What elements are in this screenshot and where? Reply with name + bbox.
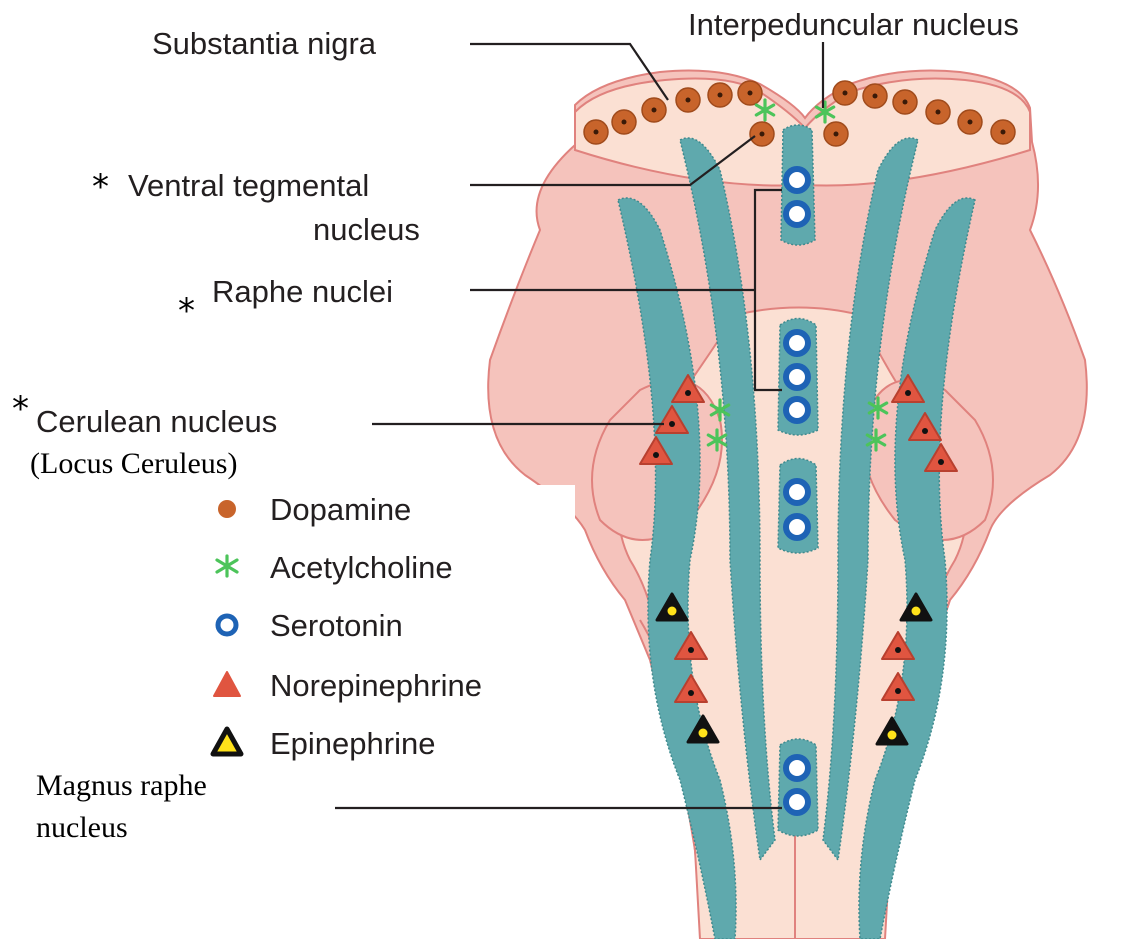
norepinephrine-marker-center: [938, 459, 944, 465]
serotonin-marker: [786, 366, 808, 388]
label-magnus-raphe-line2: nucleus: [36, 811, 128, 844]
asterisk-raphe: *: [178, 291, 195, 331]
dopamine-marker-center: [594, 130, 599, 135]
norepinephrine-marker-center: [895, 647, 901, 653]
epinephrine-marker-center: [668, 607, 677, 616]
label-cerulean-nucleus: Cerulean nucleus: [36, 404, 277, 439]
dopamine-marker-center: [718, 93, 723, 98]
label-locus-ceruleus: (Locus Ceruleus): [30, 447, 237, 480]
serotonin-icon: [218, 616, 236, 634]
dopamine-marker-center: [748, 91, 753, 96]
dopamine-marker-center: [873, 94, 878, 99]
serotonin-marker: [786, 169, 808, 191]
serotonin-marker: [786, 332, 808, 354]
dopamine-marker-center: [834, 132, 839, 137]
asterisk-ventral: *: [92, 167, 109, 207]
serotonin-marker: [786, 791, 808, 813]
serotonin-marker: [786, 203, 808, 225]
norepinephrine-marker-center: [653, 452, 659, 458]
label-raphe-nuclei: Raphe nuclei: [212, 274, 393, 309]
label-substantia-nigra: Substantia nigra: [152, 26, 377, 61]
dopamine-marker-center: [686, 98, 691, 103]
dopamine-marker-center: [1001, 130, 1006, 135]
norepinephrine-marker-center: [895, 688, 901, 694]
raphe-strip-magnus: [778, 739, 818, 836]
dopamine-marker-center: [936, 110, 941, 115]
serotonin-marker: [786, 399, 808, 421]
serotonin-marker: [786, 516, 808, 538]
norepinephrine-marker-center: [905, 390, 911, 396]
norepinephrine-marker-center: [688, 690, 694, 696]
label-ventral-tegmental-line2: nucleus: [313, 212, 420, 247]
legend-label-acetylcholine: Acetylcholine: [270, 550, 453, 585]
label-ventral-tegmental-line1: Ventral tegmental: [128, 168, 369, 203]
dopamine-marker-center: [903, 100, 908, 105]
legend-label-norepinephrine: Norepinephrine: [270, 668, 482, 703]
dopamine-icon: [218, 500, 236, 518]
legend-label-dopamine: Dopamine: [270, 492, 411, 527]
legend-label-epinephrine: Epinephrine: [270, 726, 435, 761]
legend-label-serotonin: Serotonin: [270, 608, 403, 643]
asterisk-cerulean: *: [12, 389, 29, 429]
dopamine-marker-center: [843, 91, 848, 96]
norepinephrine-marker-center: [669, 421, 675, 427]
dopamine-marker-center: [652, 108, 657, 113]
label-interpeduncular-nucleus: Interpeduncular nucleus: [688, 7, 1019, 42]
dopamine-marker-center: [622, 120, 627, 125]
epinephrine-marker-center: [912, 607, 921, 616]
epinephrine-marker-center: [699, 729, 708, 738]
serotonin-marker: [786, 481, 808, 503]
serotonin-marker: [786, 757, 808, 779]
norepinephrine-marker-center: [688, 647, 694, 653]
dopamine-marker-center: [760, 132, 765, 137]
norepinephrine-marker-center: [685, 390, 691, 396]
label-magnus-raphe-line1: Magnus raphe: [36, 769, 207, 802]
dopamine-marker-center: [968, 120, 973, 125]
epinephrine-marker-center: [888, 731, 897, 740]
norepinephrine-marker-center: [922, 428, 928, 434]
legend: Dopamine Acetylcholine Serotonin Norepin…: [190, 485, 575, 775]
